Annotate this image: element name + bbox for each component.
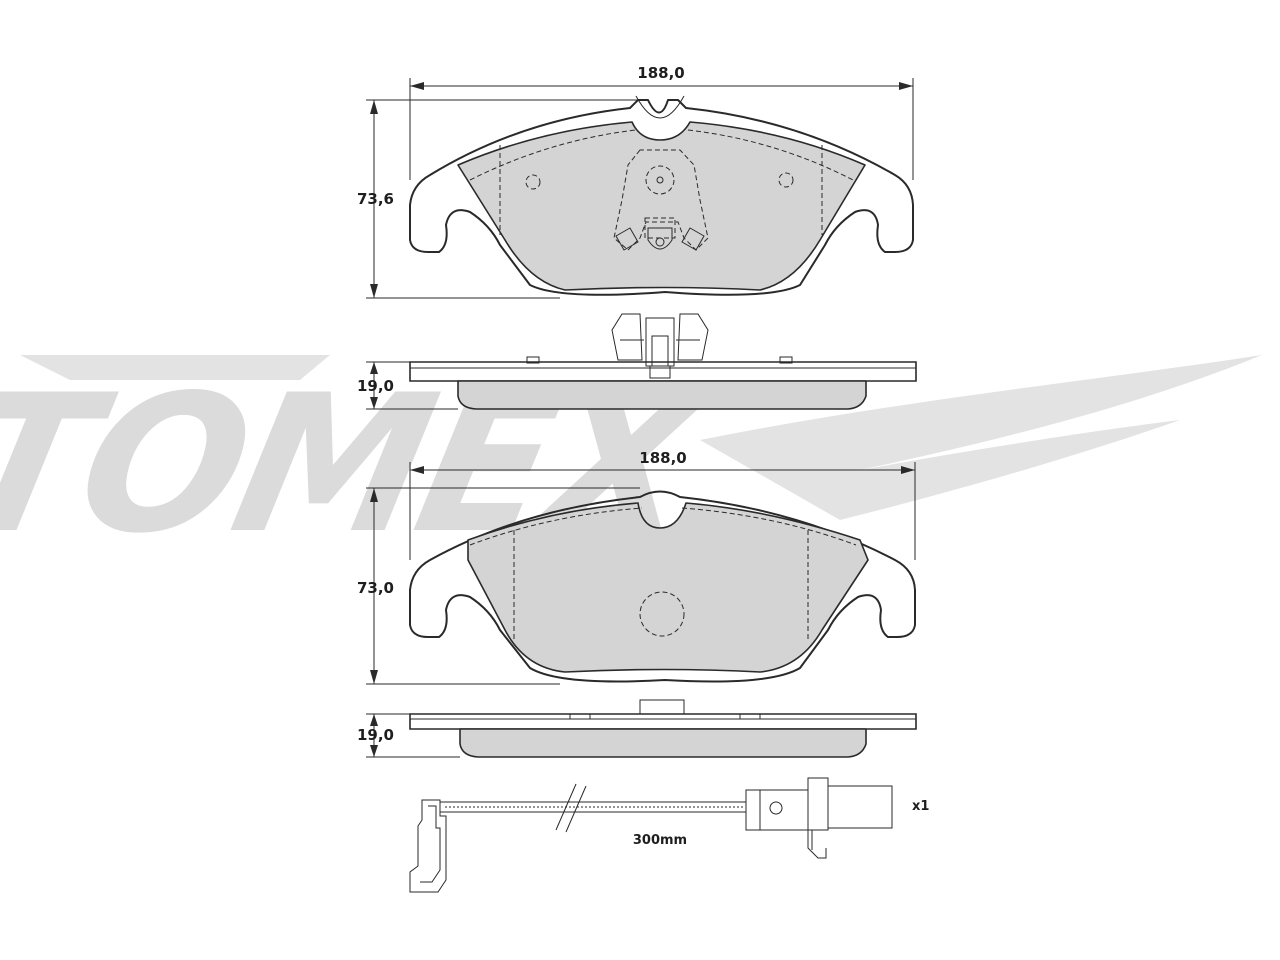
pad-2-side-view: 19,0 — [357, 699, 917, 758]
pad-2-top-view: 188,0 73,0 — [357, 449, 916, 685]
pad-1-hidden-outline — [469, 129, 854, 181]
pad-1-side-view: 19,0 — [357, 313, 917, 410]
pad-1-friction-material — [457, 121, 866, 291]
pad-2-height-label: 73,0 — [357, 579, 394, 597]
pad-1-side-clip — [611, 313, 709, 379]
pad-2-center-circle — [639, 591, 685, 637]
pad-1-top-view: 188,0 73,6 — [357, 64, 914, 299]
sensor-quantity-label: x1 — [912, 799, 929, 814]
pad-2-side-friction-material — [459, 728, 867, 758]
pad-2-width-label: 188,0 — [639, 449, 686, 467]
pad-2-side-backing-plate — [409, 713, 917, 730]
sensor-length-label: 300mm — [633, 833, 687, 848]
pad-2-thickness-dimension: 19,0 — [357, 713, 460, 758]
pad-2-friction-material — [467, 502, 869, 673]
pad-1-center-clip — [613, 95, 709, 251]
sensor-head — [745, 777, 893, 859]
wear-sensor: 300mm x1 — [409, 777, 929, 893]
pad-1-hole-right — [778, 172, 794, 188]
pad-1-hole-left — [525, 174, 541, 190]
pad-1-backing-plate — [409, 99, 914, 296]
pad-2-height-dimension: 73,0 — [357, 487, 640, 685]
pad-1-width-dimension: 188,0 — [409, 64, 914, 180]
pad-2-backing-plate — [409, 490, 916, 683]
pad-1-width-label: 188,0 — [637, 64, 684, 82]
pad-1-thickness-dimension: 19,0 — [357, 361, 458, 410]
sensor-left-connector — [409, 799, 447, 893]
pad-1-side-backing-plate — [409, 361, 917, 382]
pad-2-hidden-outline — [469, 507, 857, 546]
pad-1-side-friction-material — [457, 380, 867, 410]
pad-1-height-dimension: 73,6 — [357, 99, 640, 299]
pad-1-thickness-label: 19,0 — [357, 377, 394, 395]
watermark-swoosh — [20, 355, 1262, 520]
pad-2-thickness-label: 19,0 — [357, 726, 394, 744]
pad-1-height-label: 73,6 — [357, 190, 394, 208]
pad-2-width-dimension: 188,0 — [409, 449, 916, 560]
